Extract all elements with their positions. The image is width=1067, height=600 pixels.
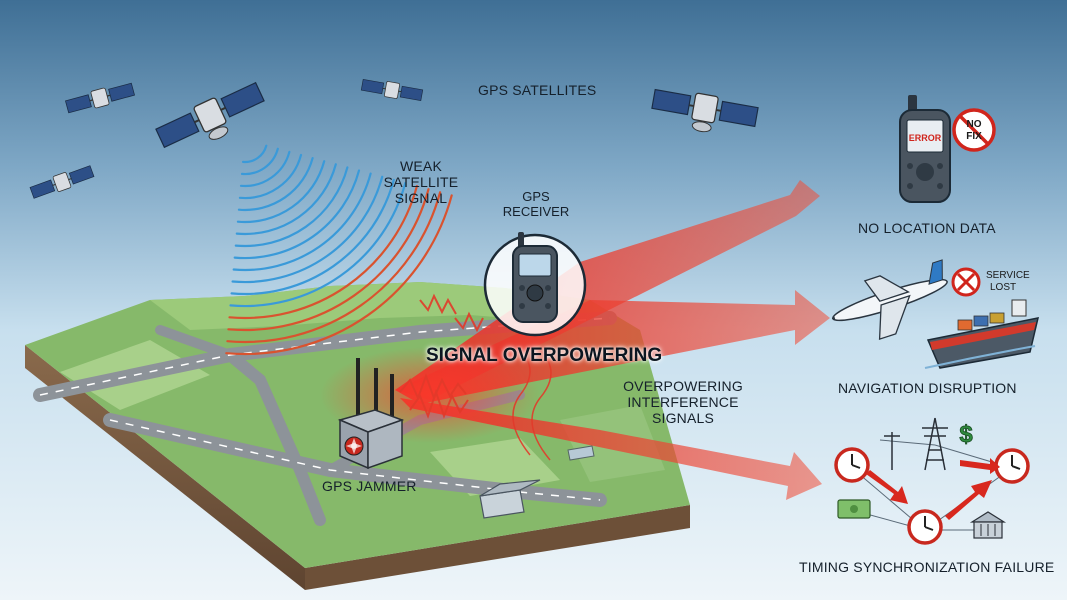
signal-wave-arc — [226, 191, 442, 343]
building-warehouse — [479, 479, 541, 519]
airplane-icon — [831, 259, 948, 341]
signal-wave-arc — [232, 172, 372, 272]
satellite-icon — [651, 88, 759, 133]
satellite-icon — [65, 82, 135, 114]
signal-wave-arc — [240, 147, 279, 176]
bank-icon — [969, 511, 1007, 539]
road — [155, 325, 235, 360]
dollar-sign: $ — [959, 421, 973, 448]
gps-receiver-line2: RECEIVER — [502, 203, 570, 219]
signal-wave-arc — [233, 169, 361, 260]
weak-satellite-signal-waves — [225, 144, 453, 356]
gps-receiver-line1: GPS — [522, 189, 550, 204]
interference-signals-label: OVERPOWERING INTERFERENCE SIGNALS — [618, 378, 748, 426]
satellite-icon — [29, 165, 95, 199]
no-location-data-label: NO LOCATION DATA — [858, 220, 996, 236]
no-fix-icon: NO FIX — [952, 108, 996, 152]
service-lost-line1: SERVICE — [986, 270, 1030, 281]
signal-overpowering-label: SIGNAL OVERPOWERING — [426, 345, 663, 366]
interference-line1: OVERPOWERING — [623, 378, 743, 394]
weak-signal-line2: SATELLITE — [383, 174, 459, 191]
service-lost-line2: LOST — [990, 282, 1016, 293]
utility-pole-icon — [884, 432, 900, 470]
terrain-soil-front — [25, 345, 305, 590]
gps-satellites-label: GPS SATELLITES — [478, 82, 597, 98]
signal-wave-arc — [239, 150, 291, 188]
signal-wave-arc — [236, 160, 326, 224]
signal-wave-arc — [237, 157, 314, 212]
jamming-waves — [399, 293, 552, 461]
gps-receiver-label: GPS RECEIVER — [496, 189, 576, 220]
clock-icon — [907, 509, 943, 545]
cash-icon — [837, 499, 871, 519]
gps-receiver-icon — [483, 232, 587, 337]
signal-wave-arc — [229, 181, 407, 308]
gps-jammer-label: GPS JAMMER — [322, 478, 417, 494]
signal-wave-arc — [238, 153, 303, 200]
interference-line3: SIGNALS — [651, 410, 715, 427]
signal-wave-arc — [234, 166, 349, 248]
error-badge-text: ERROR — [909, 133, 942, 143]
timing-network: $ — [834, 417, 1030, 545]
signal-wave-arc — [235, 163, 337, 236]
no-fix-line2: FIX — [966, 131, 982, 142]
no-fix-line1: NO — [967, 119, 982, 130]
sync-arrows — [866, 458, 1000, 520]
building-small — [567, 445, 595, 461]
signal-wave-arc — [242, 144, 268, 164]
road — [224, 349, 326, 526]
navigation-disruption-label: NAVIGATION DISRUPTION — [838, 380, 1017, 396]
timing-sync-failure-label: TIMING SYNCHRONIZATION FAILURE — [799, 559, 1055, 575]
signal-wave-arc — [231, 175, 384, 284]
ship-icon — [924, 299, 1039, 369]
signal-wave-arc — [227, 188, 430, 332]
signal-wave-arc — [230, 178, 395, 296]
power-tower-icon — [922, 417, 948, 471]
jammer-icon — [337, 358, 405, 470]
weak-signal-label: WEAK SATELLITE SIGNAL — [383, 158, 459, 206]
interference-line2: INTERFERENCE — [627, 394, 739, 411]
weak-signal-line3: SIGNAL — [394, 190, 448, 207]
service-lost-icon: SERVICE LOST — [951, 267, 1030, 297]
clock-icon — [994, 448, 1030, 484]
satellite-icon — [155, 81, 265, 149]
clock-icon — [834, 447, 870, 483]
signal-wave-arc — [228, 185, 418, 320]
satellite-icon — [360, 78, 424, 102]
terrain-soil-right — [305, 505, 690, 590]
weak-signal-line1: WEAK — [399, 158, 443, 174]
signal-wave-arc — [225, 194, 453, 356]
error-gps-device-icon: ERROR — [899, 95, 951, 203]
